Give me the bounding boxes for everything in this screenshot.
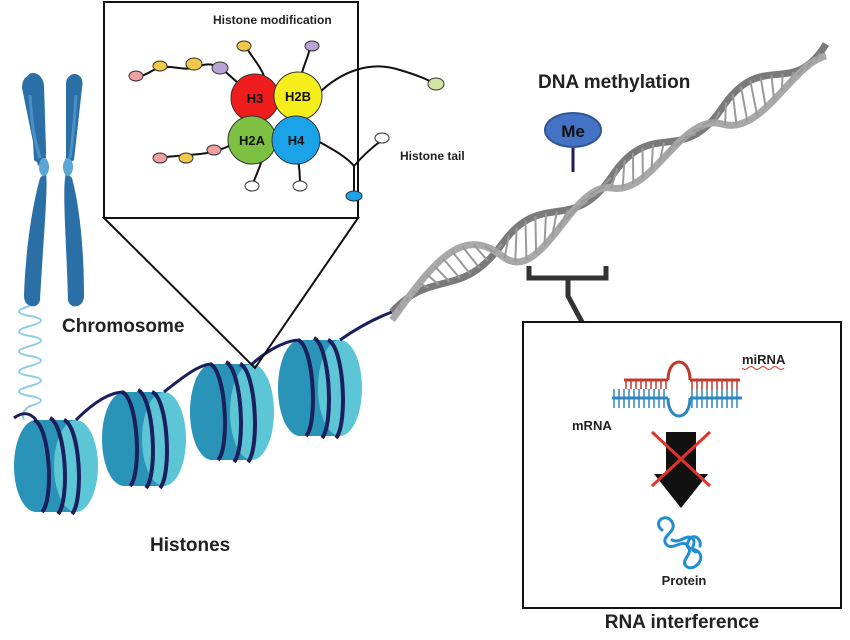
histone-h3-label: H3 (247, 91, 264, 106)
base-pair-rung (733, 94, 737, 125)
histone-tail-label: Histone tail (400, 149, 465, 163)
base-pair-rung (725, 103, 726, 125)
chromatin-coil (19, 306, 41, 420)
histone-h4-label: H4 (288, 133, 305, 148)
base-pair-rung (761, 77, 766, 108)
base-pair-rung (741, 87, 747, 122)
histones-label: Histones (150, 535, 230, 556)
inhibition-bracket (529, 266, 606, 322)
histone-modification-label: Histone modification (213, 13, 332, 27)
nucleosome-3 (190, 362, 274, 462)
nucleosome-1 (14, 418, 98, 514)
nucleosome-4 (278, 338, 362, 438)
methyl-label: Me (561, 122, 585, 141)
chromosome-icon (22, 73, 84, 306)
protein-label: Protein (662, 573, 707, 588)
base-pair-rung (399, 304, 400, 310)
chromosome-label: Chromosome (62, 316, 184, 337)
mirna-label: miRNA (742, 352, 786, 367)
dna-methylation-label: DNA methylation (538, 72, 690, 93)
base-pair-rung (771, 75, 774, 100)
base-pair-rung (515, 227, 516, 261)
nucleosome-2 (102, 390, 186, 488)
histone-modification-panel (104, 2, 358, 218)
histone-h2b-label: H2B (285, 89, 311, 104)
base-pair-rung (452, 251, 470, 274)
base-pair-rung (782, 74, 783, 92)
base-pair-rung (525, 221, 526, 260)
base-pair-rung (535, 216, 536, 254)
base-pair-rung (443, 258, 460, 278)
base-pair-rung (435, 266, 450, 282)
base-pair-rung (750, 81, 757, 116)
mrna-label: mRNA (572, 418, 612, 433)
histone-h2a-label: H2A (239, 133, 266, 148)
rna-interference-label: RNA interference (605, 612, 760, 633)
